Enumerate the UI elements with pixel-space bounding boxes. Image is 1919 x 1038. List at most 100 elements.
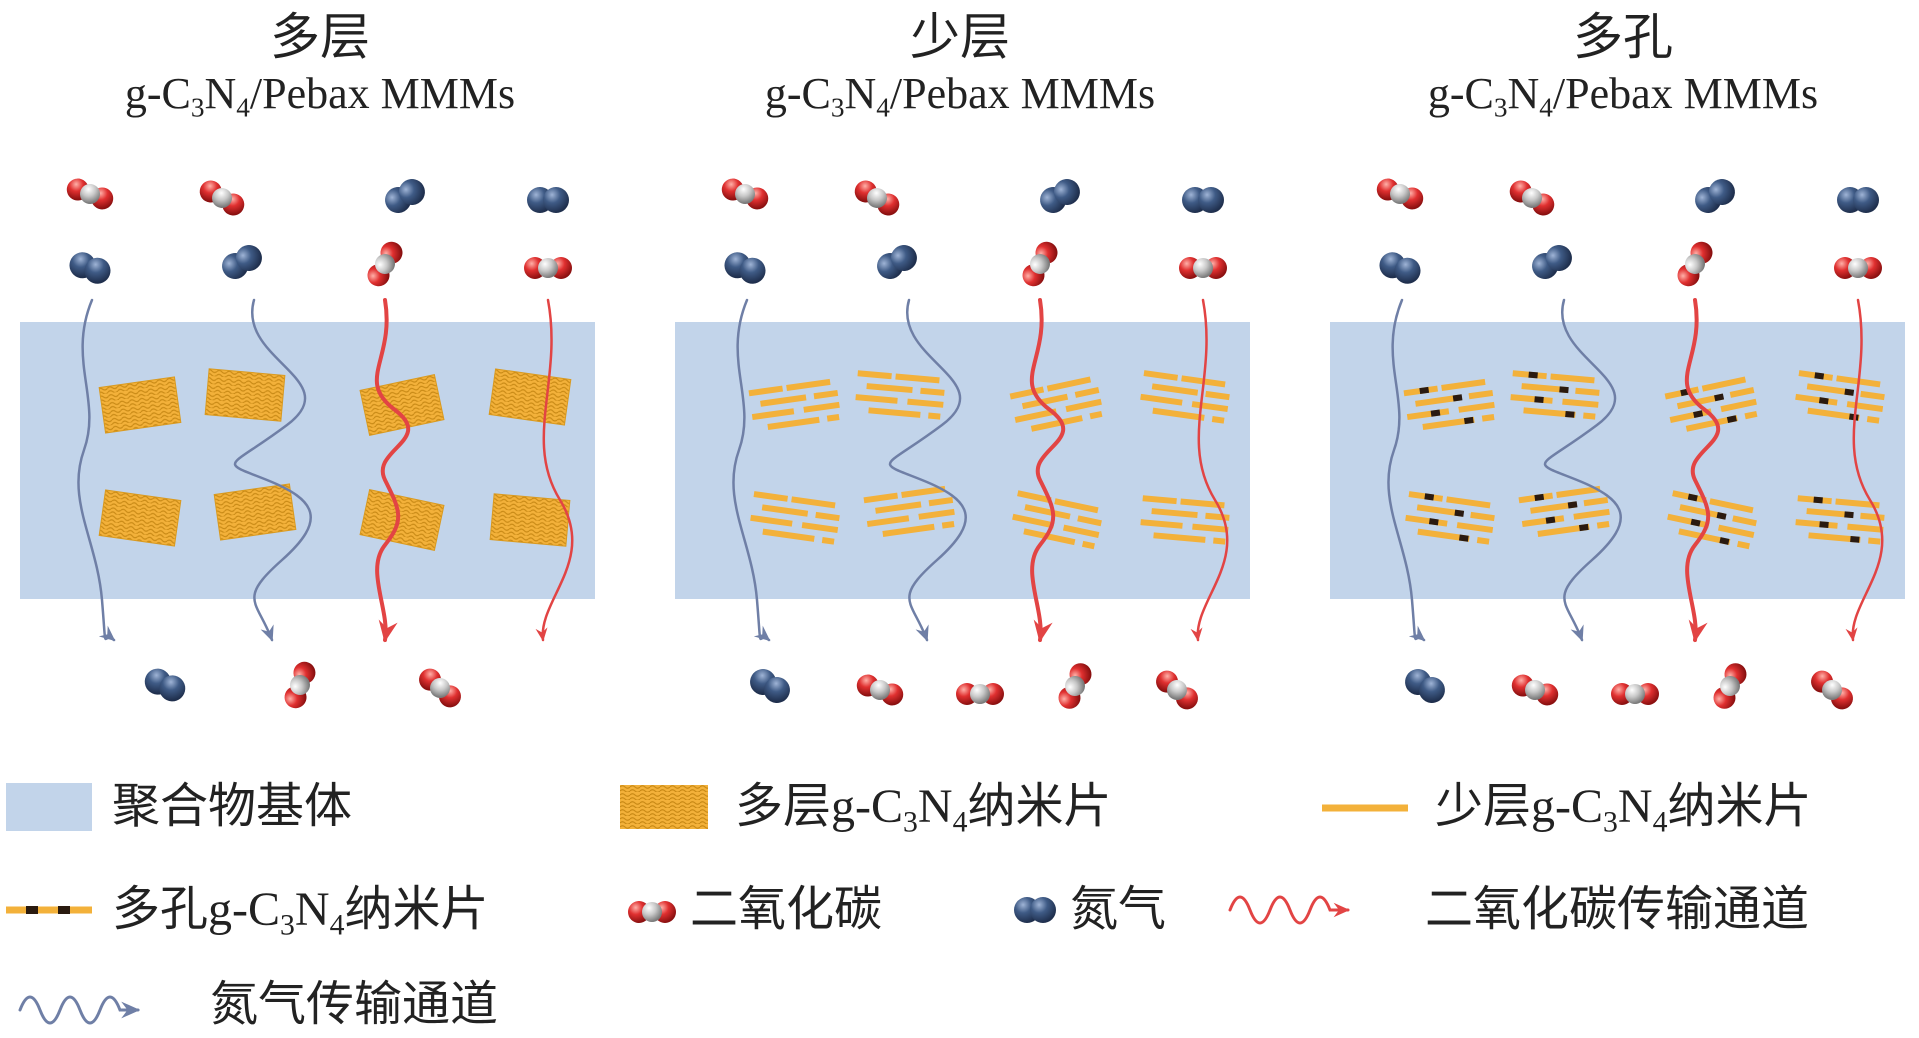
legend-subscript: 4 [329,908,345,942]
n2-transport-channel [888,298,967,642]
pore [1844,511,1854,519]
co2-molecule-icon [956,683,1004,705]
co2-transport-channel [1190,298,1229,642]
co2-transport-channel [1845,298,1884,642]
legend-co2-channel-line [1228,895,1350,925]
pore [1693,410,1704,418]
pore [1813,496,1823,504]
pore [1814,372,1825,380]
n2-transport-channel [1543,298,1622,642]
legend-part: 纳米片 [1667,778,1812,834]
co2-molecule-icon [1022,241,1058,287]
pore [1545,516,1556,524]
nitrogen-molecule-icon [1695,179,1735,213]
co2-molecule-icon [1509,180,1555,216]
legend-n2-channel-label: 氮气传输通道 [210,976,499,1032]
legend-subscript: 3 [280,908,295,942]
co2-molecule-icon [1156,670,1198,710]
pore [1419,386,1430,395]
legend-subscript: 3 [1603,805,1618,839]
co2-molecule-icon [1376,178,1424,210]
n2-transport-channel [77,298,116,642]
co2-molecule-icon [66,178,114,210]
multilayer-nanosheet [488,368,572,426]
formula-part: /Pebax MMMs [1552,69,1819,118]
nitrogen-molecule-icon [69,252,111,284]
legend-subscript: 4 [1652,805,1668,839]
legend-part: 纳米片 [967,778,1112,834]
legend-multilayer-label: 多层g-C3N4纳米片 [735,780,1111,837]
pore [1454,509,1465,517]
formula-part: N [204,69,237,118]
fewlayer-nanosheet [1009,376,1103,432]
co2-molecule-icon [854,180,900,216]
legend-part: 多层 [735,778,832,834]
pore [1463,416,1474,425]
polymer-matrix [675,322,1250,599]
formula-subscript: 3 [190,92,205,123]
pore [1714,393,1725,402]
panel-title-label: 多层 [270,8,370,66]
legend-multilayer-swatch [620,785,708,829]
panel-title-fewlayer: 少层 g-C3N4/Pebax MMMs [680,12,1240,121]
legend-fewlayer-label: 少层g-C3N4纳米片 [1435,782,1811,837]
pore [58,906,70,914]
co2-molecule-icon [1511,674,1559,706]
legend-part: 少层 [1435,778,1532,834]
legend-part: 多孔 [112,881,209,937]
co2-molecule-icon [1611,683,1659,705]
legend-part: N [917,780,953,833]
co2-molecule-icon [1058,663,1092,709]
formula-part: g-C [1427,69,1494,118]
co2-transport-channel [535,298,574,642]
formula-part: /Pebax MMMs [249,69,516,118]
fewlayer-nanosheet [750,491,840,545]
porous-nanosheet [1667,490,1757,550]
porous-nanosheet [1405,491,1495,545]
legend-part: g-C [208,883,281,936]
nitrogen-molecule-icon [1837,187,1879,213]
n2-transport-channel [1387,298,1426,642]
nitrogen-molecule-icon [877,245,917,279]
n2-transport-channel [732,298,771,642]
pore [1844,388,1855,396]
nitrogen-molecule-icon [1040,179,1080,213]
co2-molecule-icon [1834,257,1882,279]
legend-part: 纳米片 [344,881,489,937]
pore [1565,410,1575,418]
nitrogen-molecule-icon [144,668,186,702]
polymer-matrix [20,322,595,599]
pore [1428,518,1439,526]
n2-transport-channel [233,298,312,642]
pore [1430,409,1441,417]
co2-molecule-icon [419,668,461,708]
co2-molecule-icon [1811,670,1853,710]
multilayer-nanosheet [98,376,182,434]
pore [1719,537,1730,545]
co2-molecule-icon [1713,663,1747,709]
porous-nanosheet [1518,485,1610,537]
co2-molecule-icon [856,674,904,706]
pore [1578,523,1589,532]
pore [26,906,38,914]
multilayer-nanosheet [204,368,286,422]
pore [1818,397,1829,405]
pore [1850,535,1860,543]
fewlayer-nanosheet [748,378,840,430]
formula-part: N [844,69,877,118]
legend-porous-swatch [6,906,92,914]
legend-n2-label: 氮气 [1070,881,1167,937]
legend-polymer-matrix-swatch [6,783,92,831]
formula-subscript: 3 [1493,92,1508,123]
formula-part: /Pebax MMMs [889,69,1156,118]
formula-subscript: 4 [1539,92,1553,123]
legend-part: g-C [831,780,904,833]
pore [1534,493,1545,502]
fewlayer-nanosheet [1012,490,1102,550]
pore [1534,396,1544,404]
multilayer-nanosheet [359,489,445,551]
porous-nanosheet [1664,376,1758,432]
formula-part: g-C [124,69,191,118]
nitrogen-molecule-icon [1379,252,1421,284]
